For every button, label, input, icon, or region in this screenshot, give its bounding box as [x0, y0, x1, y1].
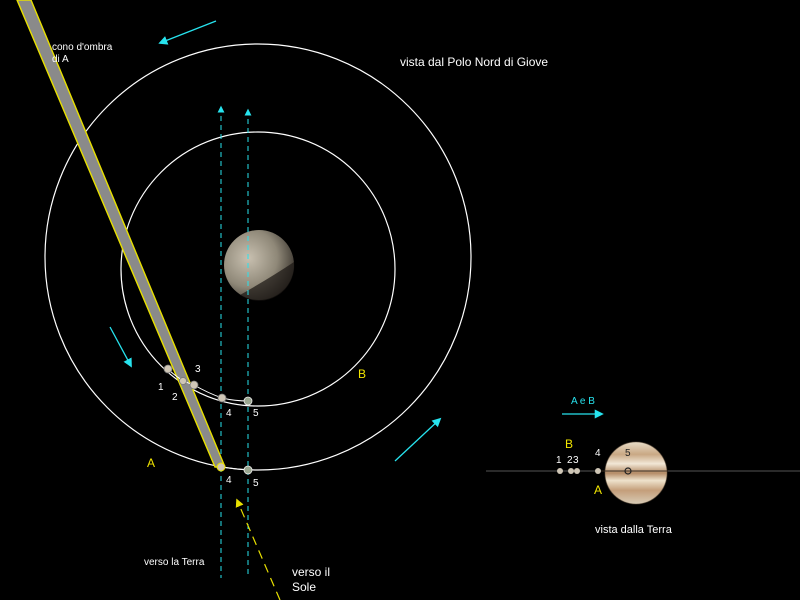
- moon-b-pos-2: [179, 377, 187, 385]
- moon-b-pos-5: [243, 396, 253, 406]
- earth-view-moon-a-label: A: [594, 483, 603, 497]
- motion-arrow-right: [394, 417, 442, 462]
- earth-view-title: vista dalla Terra: [595, 524, 672, 536]
- jupiter-night-side: [240, 262, 295, 301]
- moon-b-pos-1: [163, 364, 173, 374]
- moon-b-pos-4: [217, 393, 227, 403]
- moon-a-label: A: [147, 456, 156, 470]
- shadow-cone-label-line2: di A: [52, 54, 69, 65]
- earth-num-5: 5: [625, 448, 631, 459]
- towards-sun-line2: Sole: [292, 580, 317, 594]
- outer-num-4: 4: [226, 475, 232, 486]
- moon-a-pos-5: [243, 465, 253, 475]
- shadow-cone-a: [16, 0, 227, 468]
- earth-view-pos-1: [557, 468, 563, 474]
- shadow-cone-label-line1: cono d'ombra: [52, 42, 113, 53]
- towards-sun-label: verso il Sole: [292, 565, 330, 595]
- inner-num-3: 3: [195, 364, 201, 375]
- earth-num-3: 3: [573, 455, 579, 466]
- earth-view-pos-4: [595, 468, 601, 474]
- earth-view-moon-b-label: B: [565, 437, 574, 451]
- orbit-inner-b: [120, 131, 396, 407]
- inner-num-1: 1: [158, 382, 164, 393]
- sun-direction-line: [235, 498, 281, 600]
- north-pole-view-title: vista dal Polo Nord di Giove: [400, 55, 549, 69]
- inner-num-2: 2: [172, 392, 178, 403]
- a-and-b-label: A e B: [571, 396, 595, 407]
- earth-view-pos-5: [624, 467, 632, 475]
- earth-num-4: 4: [595, 448, 601, 459]
- outer-num-5: 5: [253, 478, 259, 489]
- jupiter-earth-view-limb: [604, 441, 668, 505]
- inner-num-4: 4: [226, 408, 232, 419]
- moon-a-pos-4: [216, 462, 226, 472]
- earth-view-pos-2: [568, 468, 574, 474]
- towards-earth-label: verso la Terra: [144, 557, 205, 568]
- shadow-cone-label: cono d'ombra di A: [52, 42, 112, 66]
- motion-arrow-left: [109, 326, 132, 368]
- towards-sun-line1: verso il: [292, 565, 331, 579]
- earth-num-2: 2: [567, 455, 573, 466]
- moon-b-label: B: [358, 367, 367, 381]
- orbit-outer-a: [44, 43, 472, 471]
- earth-view-pos-3: [574, 468, 580, 474]
- motion-arrow-top: [158, 20, 217, 45]
- earth-num-1: 1: [556, 455, 562, 466]
- moon-b-pos-3: [189, 380, 199, 390]
- jupiter-earth-view: [605, 442, 667, 504]
- inner-num-5: 5: [253, 408, 259, 419]
